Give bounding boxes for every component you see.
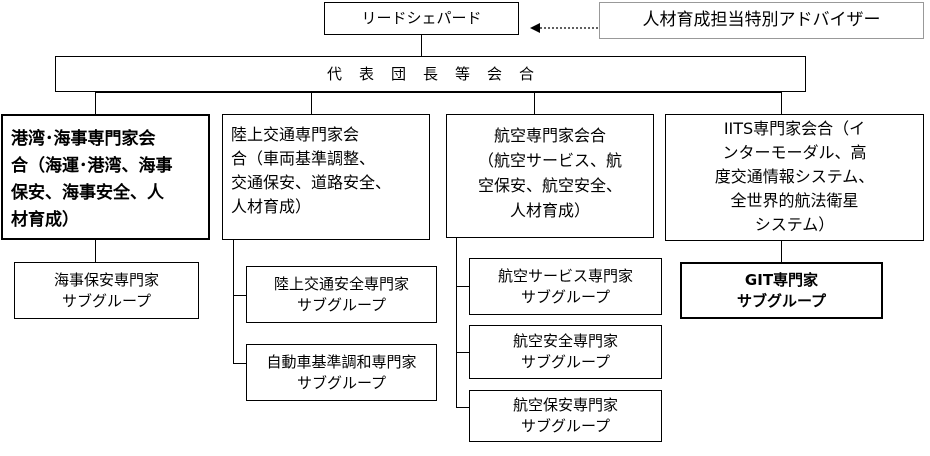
lead-shepherd-box: リードシェパード [324, 2, 519, 35]
subgroup-aviation-services: 航空サービス専門家 サブグループ [469, 258, 662, 315]
connector-council-bus [95, 92, 781, 93]
subgroup-label: GIT専門家 サブグループ [736, 270, 827, 310]
connector-group-2 [311, 92, 312, 114]
group-box-land: 陸上交通専門家会 合（車両基準調整、 交通保安、道路安全、 人材育成） [222, 114, 430, 240]
subgroup-vehicle-standards: 自動車基準調和専門家 サブグループ [246, 344, 437, 401]
subgroup-label: 航空安全専門家 サブグループ [512, 332, 618, 371]
subgroup-land-safety: 陸上交通安全専門家 サブグループ [246, 266, 437, 323]
advisor-label: 人材育成担当特別アドバイザー [642, 10, 881, 30]
subgroup-label: 自動車基準調和専門家 サブグループ [266, 352, 417, 392]
subgroup-label: 航空保安専門家 サブグループ [512, 396, 618, 435]
group-box-maritime: 港湾･海事専門家会 合（海運･港湾、海事 保安、海事安全、人 材育成） [1, 114, 210, 240]
subgroup-label: 航空サービス専門家 サブグループ [497, 266, 633, 306]
dotted-arrow-icon [530, 23, 598, 33]
subgroup-maritime-security: 海事保安専門家 サブグループ [14, 262, 199, 319]
council-label: 代表団長等会合 [326, 64, 551, 83]
connector-group-3 [534, 92, 535, 114]
subgroup-label: 陸上交通安全専門家 サブグループ [273, 274, 409, 314]
connector-group-1 [95, 92, 96, 114]
group-title-maritime: 港湾･海事専門家会 合（海運･港湾、海事 保安、海事安全、人 材育成） [11, 129, 173, 230]
connector-sub-1 [95, 240, 96, 262]
connector-sub-3a [456, 286, 470, 287]
connector-sub-2-trunk [233, 240, 234, 363]
connector-sub-3b [456, 352, 470, 353]
advisor-box: 人材育成担当特別アドバイザー [599, 2, 924, 39]
subgroup-label: 海事保安専門家 サブグループ [53, 270, 159, 310]
connector-group-4 [781, 92, 782, 114]
subgroup-aviation-security: 航空保安専門家 サブグループ [469, 390, 662, 442]
connector-sub-2b [233, 363, 247, 364]
connector-sub-3-trunk [456, 238, 457, 407]
group-title-land: 陸上交通専門家会 合（車両基準調整、 交通保安、道路安全、 人材育成） [231, 125, 392, 216]
group-box-iits: IITS専門家会合（イ ンターモーダル、高 度交通情報システム、 全世界的航法衛… [665, 114, 924, 241]
connector-sub-3c [456, 407, 470, 408]
subgroup-git: GIT専門家 サブグループ [680, 262, 883, 319]
connector-lead-council [421, 34, 422, 56]
lead-shepherd-label: リードシェパード [361, 9, 482, 27]
subgroup-aviation-safety: 航空安全専門家 サブグループ [469, 325, 662, 379]
group-box-aviation: 航空専門家会合 （航空サービス、航 空保安、航空安全、 人材育成） [446, 114, 654, 238]
connector-sub-2a [233, 295, 247, 296]
group-title-aviation: 航空専門家会合 （航空サービス、航 空保安、航空安全、 人材育成） [477, 126, 622, 220]
connector-sub-4 [781, 241, 782, 262]
council-box: 代表団長等会合 [55, 56, 806, 92]
group-title-iits: IITS専門家会合（イ ンターモーダル、高 度交通情報システム、 全世界的航法衛… [714, 119, 875, 234]
